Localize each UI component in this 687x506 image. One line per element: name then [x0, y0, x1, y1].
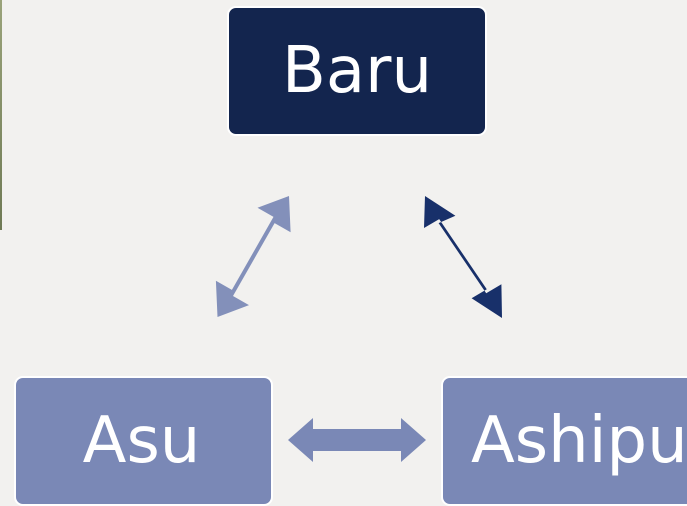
node-ashipu-label: Ashipu [471, 404, 687, 478]
node-baru-label: Baru [282, 34, 432, 108]
arrow-baru-ashipu [424, 196, 502, 318]
left-edge-decoration [0, 0, 2, 230]
node-baru: Baru [227, 6, 487, 136]
arrow-asu-ashipu [288, 418, 426, 462]
node-asu-label: Asu [82, 404, 201, 478]
arrow-asu-baru [215, 196, 291, 317]
node-asu: Asu [14, 376, 273, 506]
node-ashipu: Ashipu [441, 376, 687, 506]
